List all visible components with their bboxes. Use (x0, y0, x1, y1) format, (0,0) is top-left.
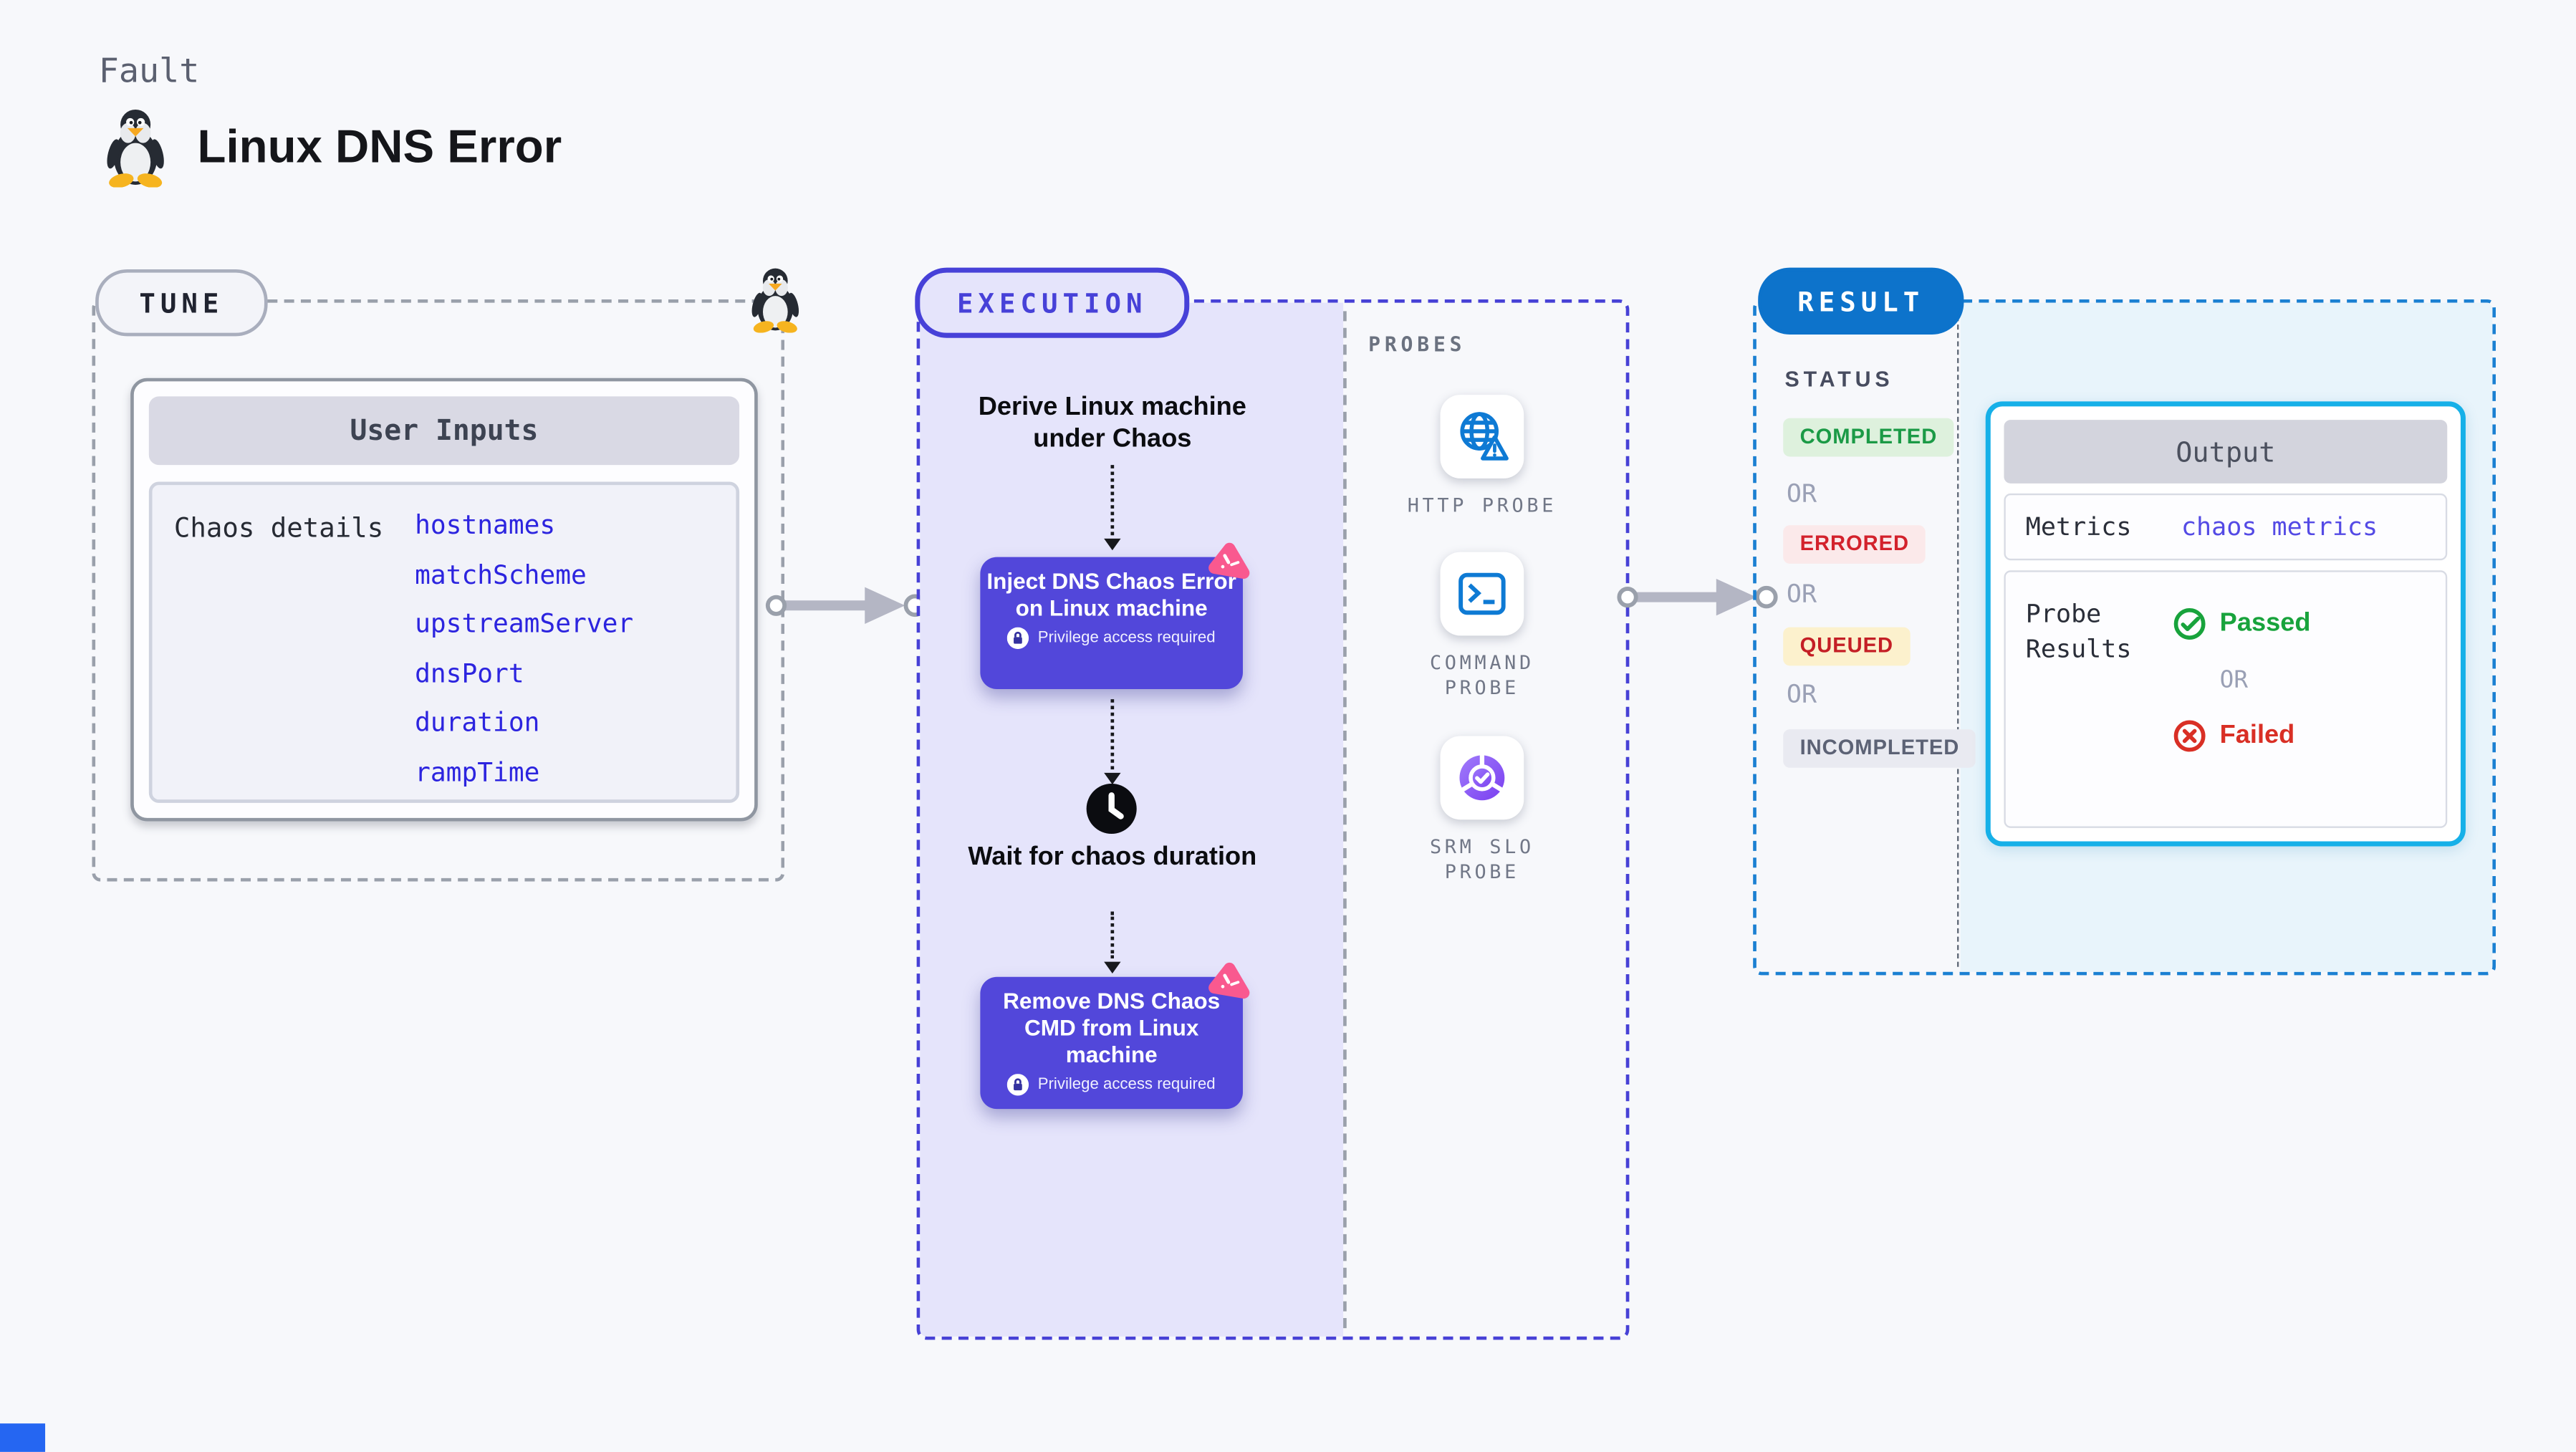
flow-connector-arrow (1104, 772, 1121, 785)
bottom-left-blue-strip (0, 1423, 46, 1452)
inject-chaos-title: Inject DNS Chaos Error on Linux machine (986, 568, 1236, 621)
inject-chaos-node: Inject DNS Chaos Error on Linux machine … (980, 557, 1243, 690)
srm-slo-probe-label: SRM SLO PROBE (1429, 835, 1534, 883)
input-link-dnsport[interactable]: dnsPort (415, 658, 524, 688)
privilege-row: Privilege access required (980, 627, 1243, 650)
input-link-ramptime[interactable]: rampTime (415, 756, 540, 787)
status-badge-queued: QUEUED (1783, 627, 1911, 666)
status-badge-errored: ERRORED (1783, 525, 1926, 564)
flow-connector (1110, 699, 1115, 770)
fault-kicker: Fault (98, 50, 200, 91)
input-link-duration[interactable]: duration (415, 707, 540, 738)
metrics-row: Metrics chaos metrics (2004, 493, 2448, 561)
probes-label: PROBES (1368, 332, 1466, 357)
clock-icon (1086, 783, 1137, 835)
probe-results-row: Probe Results Passed OR Failed (2004, 570, 2448, 828)
probes-divider (1343, 311, 1347, 1329)
execution-badge: EXECUTION (915, 267, 1190, 338)
flow-connector-arrow (1104, 538, 1121, 551)
passed-result: Passed (2173, 607, 2310, 641)
linux-tux-icon (104, 109, 167, 188)
input-link-matchscheme[interactable]: matchScheme (415, 559, 587, 590)
slo-donut-check-icon (1459, 754, 1505, 801)
output-card: Output Metrics chaos metrics Probe Resul… (1985, 401, 2466, 847)
chaos-fault-badge-icon (1206, 540, 1253, 584)
flow-connector (1110, 911, 1115, 959)
or-separator: OR (1786, 478, 1817, 509)
lock-icon (1007, 627, 1030, 650)
command-probe-card[interactable] (1440, 552, 1524, 636)
privilege-row: Privilege access required (980, 1074, 1243, 1096)
chaos-fault-badge-icon (1206, 960, 1253, 1004)
remove-chaos-node: Remove DNS Chaos CMD from Linux machine … (980, 976, 1243, 1110)
lock-icon (1007, 1074, 1030, 1096)
or-separator: OR (2219, 667, 2249, 695)
command-probe-label: COMMAND PROBE (1429, 650, 1534, 698)
failed-result: Failed (2173, 719, 2294, 753)
failed-label: Failed (2219, 721, 2295, 750)
check-circle-icon (2173, 608, 2206, 640)
user-inputs-body: Chaos details hostnames matchScheme upst… (148, 481, 740, 803)
status-badge-incompleted: INCOMPLETED (1783, 729, 1976, 768)
status-label: STATUS (1784, 366, 1894, 392)
result-badge: RESULT (1758, 267, 1964, 335)
srm-slo-probe-card[interactable] (1440, 736, 1524, 820)
result-divider (1957, 307, 1959, 967)
tune-section (92, 299, 785, 882)
user-inputs-title: User Inputs (148, 396, 740, 466)
or-separator: OR (1786, 679, 1817, 710)
x-circle-icon (2173, 720, 2206, 752)
http-probe-card[interactable] (1440, 395, 1524, 479)
chaos-input-list: hostnames matchScheme upstreamServer dns… (415, 502, 633, 798)
flow-connector (1110, 465, 1115, 536)
tune-badge: TUNE (95, 269, 268, 337)
linux-tux-icon-small (749, 268, 801, 333)
passed-label: Passed (2219, 608, 2311, 638)
output-title: Output (2004, 420, 2448, 484)
privilege-note: Privilege access required (1037, 628, 1216, 648)
chaos-details-label: Chaos details (173, 511, 384, 544)
probe-results-label: Probe Results (2025, 598, 2132, 665)
derive-step-label: Derive Linux machine under Chaos (978, 393, 1246, 453)
http-probe-label: HTTP PROBE (1407, 493, 1557, 517)
user-inputs-card: User Inputs Chaos details hostnames matc… (130, 378, 758, 822)
globe-alert-icon (1460, 412, 1509, 461)
wait-step-label: Wait for chaos duration (968, 842, 1257, 872)
terminal-icon (1458, 572, 1506, 615)
remove-chaos-title: Remove DNS Chaos CMD from Linux machine (1003, 989, 1221, 1067)
page-title: Linux DNS Error (197, 120, 562, 173)
input-link-hostnames[interactable]: hostnames (415, 510, 556, 541)
status-badge-completed: COMPLETED (1783, 418, 1954, 457)
privilege-note: Privilege access required (1037, 1075, 1216, 1095)
metrics-label: Metrics (2025, 511, 2132, 542)
tune-to-execution-arrow (764, 584, 932, 628)
chaos-metrics-link[interactable]: chaos metrics (2181, 511, 2378, 542)
flow-connector-arrow (1104, 961, 1121, 974)
input-link-upstreamserver[interactable]: upstreamServer (415, 608, 634, 640)
or-separator: OR (1786, 578, 1817, 609)
